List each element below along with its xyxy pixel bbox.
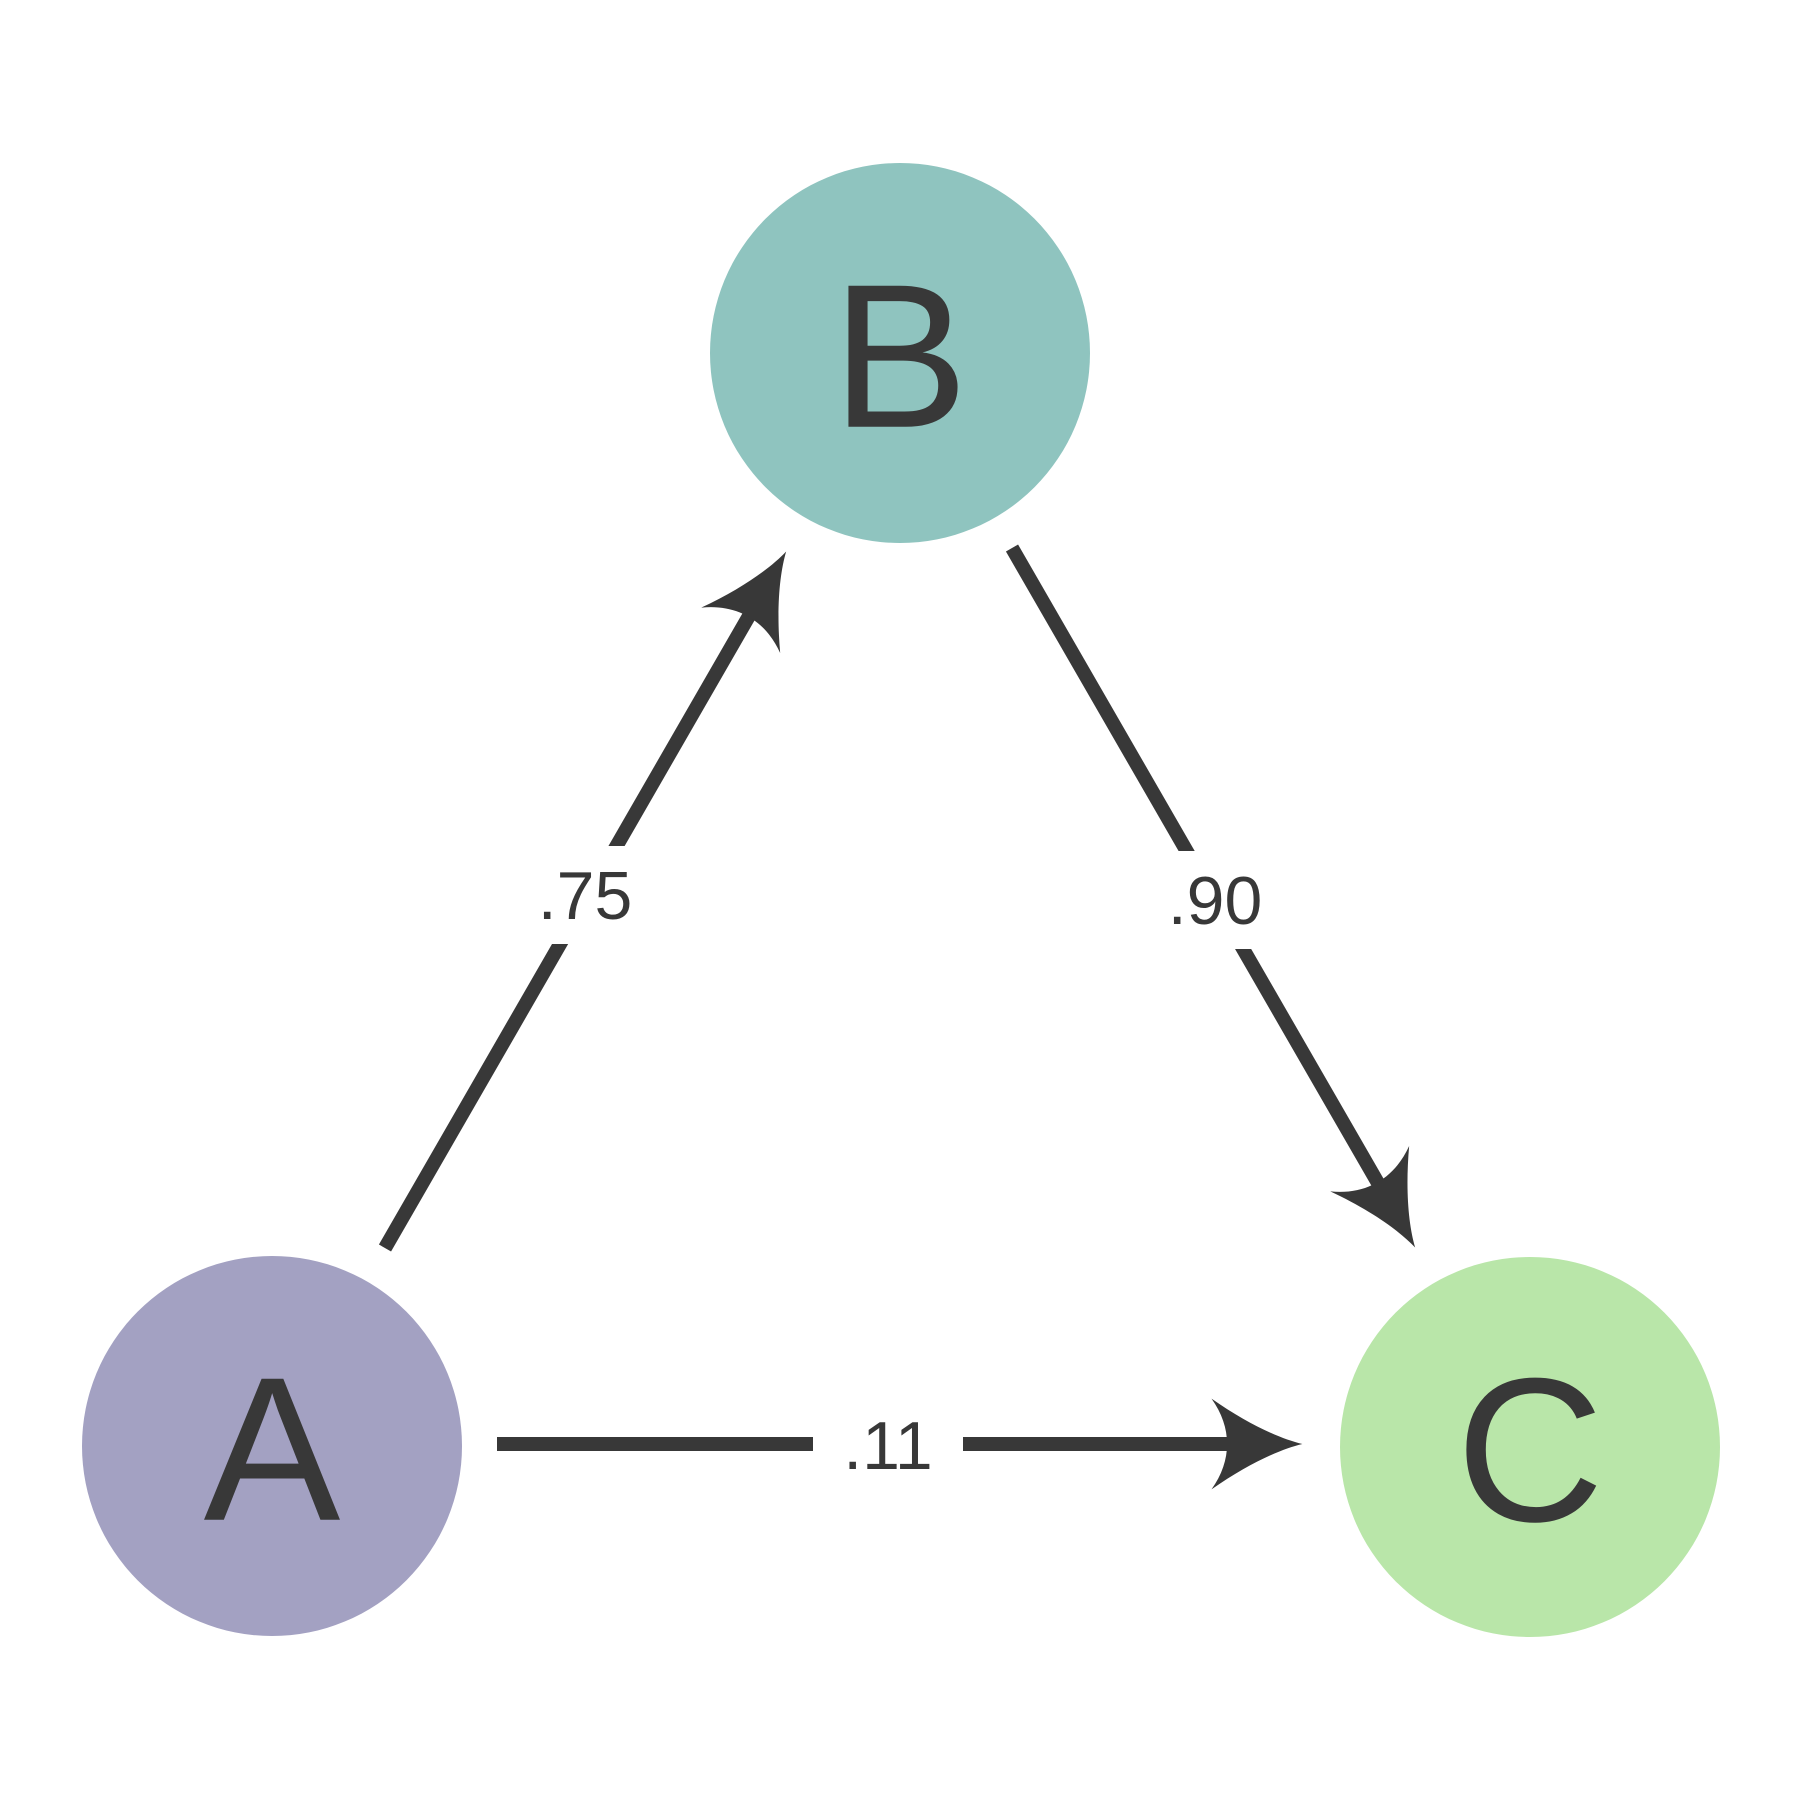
node-c-label: C [1456, 1336, 1604, 1565]
node-c-circle [1340, 1257, 1720, 1637]
node-b-circle [710, 163, 1090, 543]
edge-a-c-label-bg [813, 1396, 963, 1494]
edge-b-c-weight: .90 [1168, 863, 1263, 939]
node-a-circle [82, 1256, 462, 1636]
node-a-label: A [204, 1335, 341, 1564]
edge-a-b-label-bg [512, 846, 658, 944]
edge-a-c-weight: .11 [843, 1408, 932, 1484]
edge-a-b-weight: .75 [538, 858, 633, 934]
node-b-label: B [832, 242, 969, 471]
edge-b-c-label-bg [1142, 851, 1288, 949]
